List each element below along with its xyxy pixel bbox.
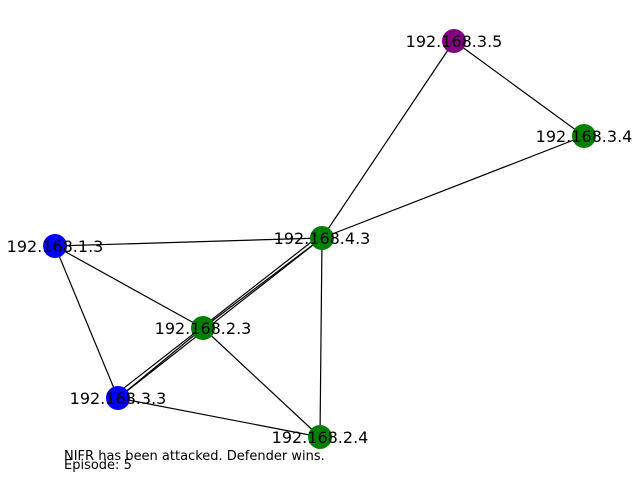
edge <box>54 245 119 399</box>
edge <box>321 40 455 239</box>
episode-label: Episode: 5 <box>64 458 132 473</box>
edges-layer <box>54 40 585 438</box>
edge <box>117 237 323 399</box>
node-label: 192.168.2.3 <box>155 319 252 338</box>
graph-node <box>310 226 334 250</box>
nodes-layer <box>43 29 596 449</box>
node-label: 192.168.2.4 <box>272 428 369 447</box>
graph-node <box>442 29 466 53</box>
edge <box>202 327 321 438</box>
graph-node <box>106 386 130 410</box>
edge <box>114 235 320 396</box>
node-label: 192.168.3.4 <box>536 127 633 146</box>
edge <box>117 397 321 438</box>
edge <box>453 40 585 137</box>
graph-node <box>43 234 67 258</box>
labels-layer: 192.168.3.5 192.168.3.4 192.168.4.3 192.168… <box>7 32 633 447</box>
edge <box>319 237 323 438</box>
graph-node <box>191 316 215 340</box>
status-message: NIFR has been attacked. Defender wins. <box>64 449 325 464</box>
edge <box>54 245 204 329</box>
edge <box>321 135 585 239</box>
graph-node <box>308 425 332 449</box>
edge <box>117 327 204 399</box>
node-label: 192.168.4.3 <box>274 229 371 248</box>
node-label: 192.168.1.3 <box>7 237 104 256</box>
node-label: 192.168.3.3 <box>70 389 167 408</box>
node-label: 192.168.3.5 <box>406 32 503 51</box>
edge <box>54 237 323 247</box>
graph-node <box>572 124 596 148</box>
